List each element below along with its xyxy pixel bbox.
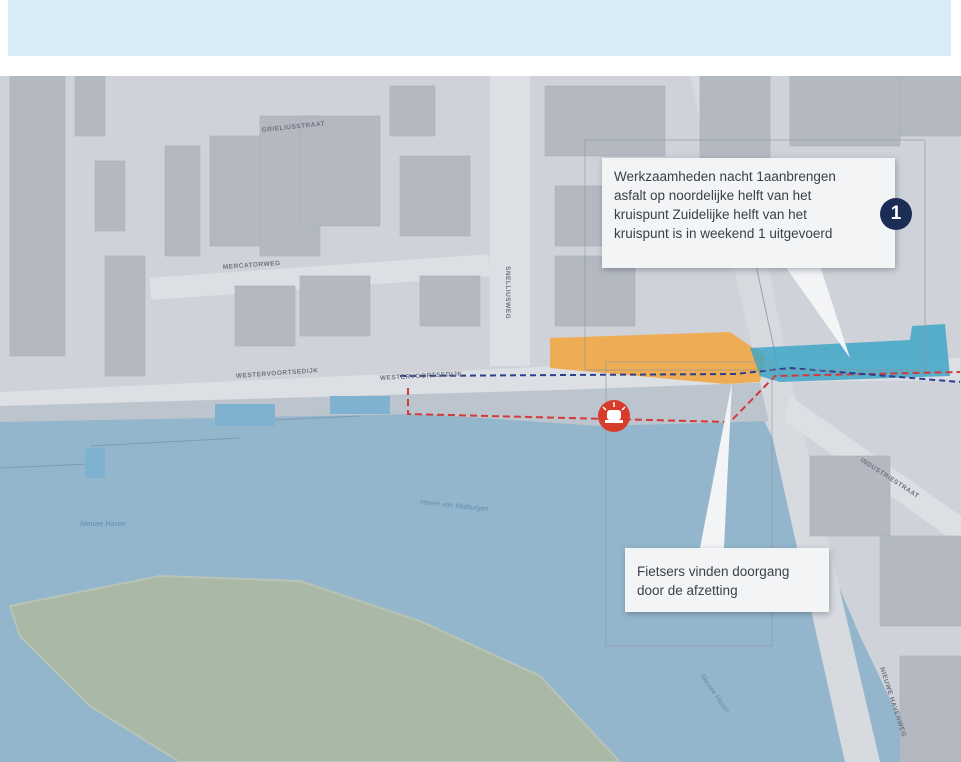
marina-basins — [85, 396, 390, 478]
label-nieuwe-haven: Nieuwe Haven — [80, 521, 126, 528]
detour-route-red — [407, 371, 961, 424]
callout-work-line-4: kruispunt is in weekend 1 uitgevoerd — [614, 226, 833, 241]
completed-area-south — [750, 324, 950, 382]
frame-inset-bottom — [605, 361, 773, 647]
callout-cyclist-line-2: door de afzetting — [637, 583, 738, 598]
road-snelliusweg — [490, 76, 530, 366]
callout-work-line-3: kruispunt Zuidelijke helft van het — [614, 207, 807, 222]
detour-route-blue — [399, 366, 961, 383]
callout-work-line-2: asfalt op noordelijke helft van het — [614, 188, 812, 203]
island — [8, 574, 622, 762]
callout-work-note: Werkzaamheden nacht 1aanbrengen asfalt o… — [602, 158, 895, 268]
callout-cyclist-line-1: Fietsers vinden doorgang — [637, 564, 790, 579]
frame-inset-top — [584, 139, 926, 371]
callout-cyclist-note: Fietsers vinden doorgang door de afzetti… — [625, 548, 829, 612]
work-area-north — [550, 332, 765, 384]
callout-work-line-1: Werkzaamheden nacht 1aanbrengen — [614, 169, 836, 184]
buildings — [9, 76, 961, 762]
header-band — [8, 0, 951, 56]
label-westervoortsedijk-2: WESTERVOORTSEDIJK — [380, 371, 463, 382]
pointer-work-note — [785, 266, 850, 358]
label-snelliusweg: SNELLIUSWEG — [504, 266, 511, 319]
label-mercatorweg: MERCATORWEG — [223, 260, 281, 271]
pointer-cyclist-note — [700, 382, 732, 548]
warning-light-icon — [598, 400, 630, 432]
numbered-circle-icon: 1 — [880, 198, 912, 230]
